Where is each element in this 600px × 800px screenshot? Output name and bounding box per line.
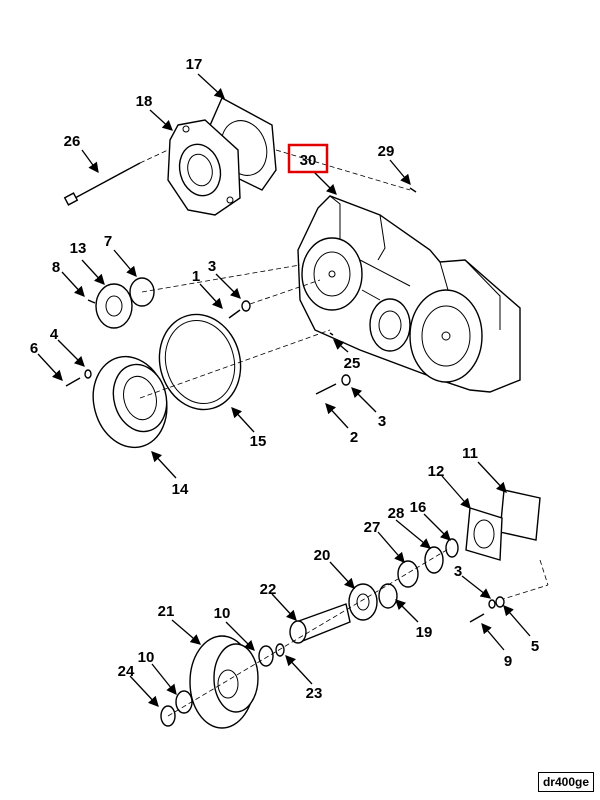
- callout-9: 9: [504, 653, 512, 670]
- callout-28: 28: [388, 505, 405, 522]
- callout-26: 26: [64, 133, 81, 150]
- callout-30: 30: [300, 152, 317, 169]
- callout-25: 25: [344, 355, 361, 372]
- pin-25: [329, 332, 334, 336]
- drawing-code-label: dr400ge: [537, 772, 594, 792]
- callout-15: 15: [250, 433, 267, 450]
- callout-11: 11: [462, 445, 478, 462]
- gasket-15: [158, 313, 242, 411]
- bolt-9: [469, 613, 485, 623]
- callout-23: 23: [306, 685, 323, 702]
- cover-plate-11: [499, 489, 541, 541]
- washer-3: [241, 300, 251, 312]
- leader-arrows: [37, 73, 531, 707]
- bolt-26: [63, 162, 141, 206]
- callout-22: 22: [260, 581, 277, 598]
- callout-30-highlight-box: [287, 143, 329, 174]
- bolt-6: [65, 377, 81, 387]
- screw-8: [87, 299, 96, 304]
- ring-gear-21: [189, 635, 259, 729]
- callout-8: 8: [52, 259, 60, 276]
- callout-3a: 3: [208, 258, 216, 275]
- callout-4: 4: [50, 326, 59, 343]
- bolt-1: [228, 309, 241, 319]
- callout-14: 14: [172, 481, 189, 498]
- callout-12: 12: [428, 463, 445, 480]
- gear-20: [348, 583, 378, 621]
- snap-ring-10a: [258, 645, 274, 667]
- callout-3c: 3: [454, 563, 462, 580]
- washer-3b: [341, 374, 351, 386]
- callout-16: 16: [410, 499, 427, 516]
- callout-13: 13: [70, 240, 87, 257]
- retainer-13: [95, 283, 133, 329]
- callout-21: 21: [158, 603, 175, 620]
- bearing-cup-28: [424, 546, 444, 574]
- snap-ring-16: [445, 538, 459, 558]
- callout-19: 19: [416, 624, 433, 641]
- bolt-2: [315, 383, 337, 395]
- gasket-12: [465, 507, 503, 561]
- pinion-shaft-22: [289, 603, 351, 644]
- washer-3c: [488, 599, 496, 609]
- callout-6: 6: [30, 340, 38, 357]
- callout-2: 2: [350, 429, 358, 446]
- callout-1: 1: [192, 268, 200, 285]
- adapter-housing-18: [167, 119, 241, 216]
- screw-29: [409, 187, 417, 193]
- bearing-27: [397, 560, 419, 588]
- gear-case-housing-30: [297, 195, 521, 393]
- callout-labels: 17 18 26 30 29 13 7 8 1 3 4 6 25 2 3 15 …: [30, 56, 539, 702]
- ring-23: [275, 643, 285, 657]
- washer-4: [84, 369, 92, 379]
- callout-27: 27: [364, 519, 381, 536]
- callout-5: 5: [531, 638, 539, 655]
- callout-20: 20: [314, 547, 331, 564]
- callout-24: 24: [118, 663, 135, 680]
- callout-29: 29: [378, 143, 395, 160]
- callout-10a: 10: [214, 605, 231, 622]
- nut-5: [495, 596, 505, 608]
- bearing-19: [378, 583, 398, 609]
- callout-7: 7: [104, 233, 112, 250]
- callout-3b: 3: [378, 413, 386, 430]
- callout-18: 18: [136, 93, 153, 110]
- callout-17: 17: [186, 56, 203, 73]
- callout-10b: 10: [138, 649, 155, 666]
